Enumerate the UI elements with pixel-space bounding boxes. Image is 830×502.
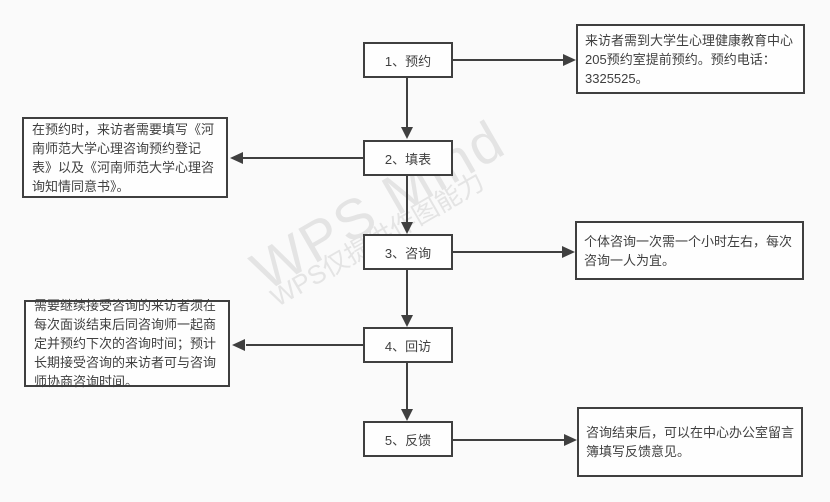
arrow-right-icon (562, 246, 575, 258)
flow-node-step-2[interactable]: 2、填表 (363, 140, 453, 176)
note-step-3-text: 个体咨询一次需一个小时左右，每次咨询一人为宜。 (584, 233, 793, 268)
arrow-down-icon (401, 315, 413, 327)
flow-node-step-4[interactable]: 4、回访 (363, 327, 453, 363)
note-step-5[interactable]: 咨询结束后，可以在中心办公室留言簿填写反馈意见。 (577, 407, 803, 477)
connector-step1-note (452, 59, 564, 61)
connector-step5-note (452, 439, 565, 441)
note-step-3[interactable]: 个体咨询一次需一个小时左右，每次咨询一人为宜。 (575, 221, 804, 280)
note-step-4-text: 需要继续接受咨询的来访者须在每次面谈结束后同咨询师一起商定并预约下次的咨询时间；… (34, 298, 217, 389)
connector-step3-note (452, 251, 563, 253)
arrow-right-icon (564, 434, 577, 446)
arrow-left-icon (230, 152, 243, 164)
note-step-1[interactable]: 来访者需到大学生心理健康教育中心205预约室提前预约。预约电话：3325525。 (576, 24, 805, 94)
note-step-2-text: 在预约时，来访者需要填写《河南师范大学心理咨询预约登记表》以及《河南师范大学心理… (32, 121, 215, 194)
flow-node-step-5[interactable]: 5、反馈 (363, 421, 453, 457)
arrow-left-icon (232, 339, 245, 351)
arrow-down-icon (401, 409, 413, 421)
connector-step4-step5 (406, 363, 408, 410)
flow-node-step-3[interactable]: 3、咨询 (363, 234, 453, 270)
connector-step1-step2 (406, 78, 408, 128)
connector-step2-note (243, 157, 363, 159)
wps-watermark: WPS Mind WPS仅提供作图能力 (241, 84, 565, 313)
note-step-5-text: 咨询结束后，可以在中心办公室留言簿填写反馈意见。 (586, 425, 795, 459)
arrow-right-icon (563, 54, 576, 66)
connector-step4-note (246, 344, 363, 346)
note-step-2[interactable]: 在预约时，来访者需要填写《河南师范大学心理咨询预约登记表》以及《河南师范大学心理… (22, 117, 228, 198)
note-step-1-text: 来访者需到大学生心理健康教育中心205预约室提前预约。预约电话：3325525。 (585, 32, 794, 86)
arrow-down-icon (401, 127, 413, 139)
note-step-4[interactable]: 需要继续接受咨询的来访者须在每次面谈结束后同咨询师一起商定并预约下次的咨询时间；… (24, 298, 230, 389)
connector-step2-step3 (406, 176, 408, 223)
flow-node-step-1[interactable]: 1、预约 (363, 42, 453, 78)
arrow-down-icon (401, 222, 413, 234)
connector-step3-step4 (406, 270, 408, 316)
